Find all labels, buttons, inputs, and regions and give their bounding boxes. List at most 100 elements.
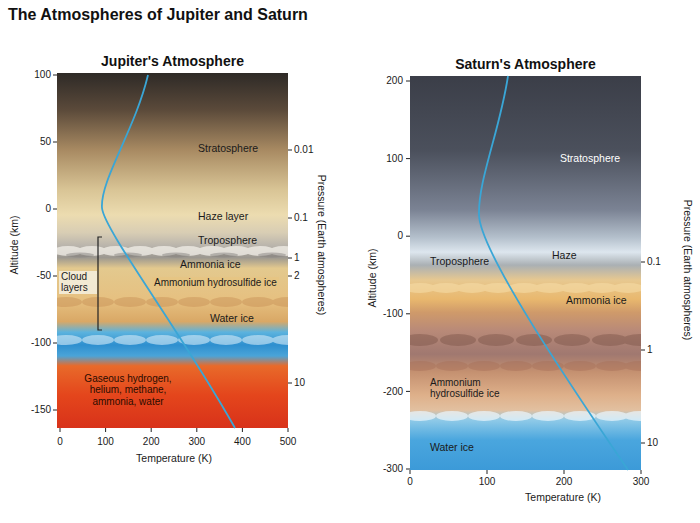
altitude-ticks (53, 75, 57, 410)
axis-title: Pressure (Earth atmospheres) (682, 200, 694, 341)
altitude-tick: 50 (40, 136, 51, 148)
cloud-puff (242, 335, 274, 345)
altitude-tick: 0 (45, 203, 51, 215)
cloud-puff (478, 334, 514, 346)
cloud-label: Ammonium hydrosulfide ice (430, 377, 520, 400)
cloud-puff (178, 297, 210, 307)
pressure-tick: 10 (647, 437, 658, 449)
cloud-shadow (162, 253, 190, 258)
layer-label: Stratosphere (198, 142, 258, 154)
layer-label: Stratosphere (560, 152, 620, 164)
pressure-ticks (288, 150, 292, 383)
saturn-panel: Saturn's Atmosphere (410, 76, 641, 470)
altitude-tick: -50 (37, 270, 51, 282)
cloud-puff (596, 411, 628, 421)
pressure-tick: 10 (294, 377, 305, 389)
temperature-tick: 300 (633, 476, 650, 488)
cloud-shadow (258, 253, 286, 258)
cloud-puff (210, 335, 242, 345)
pressure-tick: 0.01 (294, 144, 313, 156)
cloud-puff (146, 335, 178, 345)
temperature-tick: 100 (97, 436, 114, 448)
cloud-label: Water ice (430, 441, 474, 453)
ammonia-cloud-shadow (66, 253, 286, 258)
cloud-puff (57, 335, 82, 345)
cloud-puff (622, 334, 641, 346)
cloud-puff (596, 361, 628, 371)
axis-title: Altitude (km) (8, 216, 20, 275)
pressure-tick: 0.1 (647, 256, 661, 268)
axis-title: Pressure (Earth atmospheres) (316, 175, 328, 316)
cloud-puff (272, 335, 288, 345)
water-clouds (57, 335, 288, 345)
jupiter-layers (57, 73, 288, 428)
cloud-puff (516, 334, 552, 346)
layer-label: Troposphere (198, 234, 257, 246)
temperature-tick: 500 (280, 436, 297, 448)
axis-title: Temperature (K) (136, 452, 212, 464)
temperature-tick: 200 (556, 476, 573, 488)
temperature-ticks (60, 428, 288, 432)
temperature-tick: 0 (57, 436, 63, 448)
cloud-puff (468, 361, 500, 371)
cloud-puff (554, 334, 590, 346)
cloud-label: Ammonium hydrosulfide ice (152, 277, 279, 289)
temperature-tick: 400 (234, 436, 251, 448)
layer-label: Haze layer (198, 210, 248, 222)
altitude-tick: -100 (31, 337, 51, 349)
cloud-puff (210, 297, 242, 307)
layer-label: Troposphere (430, 255, 489, 267)
altitude-tick: 0 (397, 230, 403, 242)
temperature-tick: 200 (143, 436, 160, 448)
altitude-tick: -300 (383, 463, 403, 475)
temperature-tick: 0 (407, 476, 413, 488)
pressure-tick: 2 (294, 270, 300, 282)
cloud-puff (624, 411, 641, 421)
cloud-label: Ammonia ice (180, 258, 241, 270)
cloud-puff (564, 361, 596, 371)
cloud-puff (436, 411, 468, 421)
layer-label: Gaseous hydrogen, helium, methane, ammon… (80, 373, 176, 408)
hydrosulfide-clouds (410, 361, 641, 371)
saturn-layers (410, 76, 641, 470)
pressure-tick: 1 (294, 252, 300, 264)
cloud-puff (468, 411, 500, 421)
cloud-puff (500, 411, 532, 421)
cloud-puff (624, 361, 641, 371)
diagram-title: The Atmospheres of Jupiter and Saturn (8, 6, 308, 24)
cloud-puff (272, 297, 288, 307)
pressure-tick: 0.1 (294, 212, 308, 224)
pressure-tick: 1 (647, 344, 653, 356)
cloud-shadow (210, 253, 238, 258)
cloud-label: Ammonia ice (566, 294, 627, 306)
cloud-puff (410, 334, 438, 346)
ammonia-clouds (410, 283, 641, 293)
cloud-puff (114, 297, 146, 307)
bracket-label: Cloud layers (59, 271, 97, 294)
altitude-tick: -100 (383, 308, 403, 320)
cloud-puff (532, 411, 564, 421)
altitude-tick: 200 (386, 75, 403, 87)
axis-title: Altitude (km) (366, 249, 378, 308)
layer-label: Haze (552, 249, 577, 261)
temperature-curve (479, 76, 628, 470)
panel-heading: Saturn's Atmosphere (455, 56, 596, 72)
cloud-puff (410, 361, 436, 371)
cloud-puff (242, 297, 274, 307)
cloud-puff (82, 335, 114, 345)
altitude-tick: 100 (34, 69, 51, 81)
altitude-tick: 100 (386, 153, 403, 165)
water-clouds (410, 411, 641, 421)
cloud-puff (410, 411, 436, 421)
temperature-tick: 100 (479, 476, 496, 488)
altitude-ticks (406, 81, 410, 469)
pressure-ticks (641, 262, 645, 443)
altitude-tick: -200 (383, 386, 403, 398)
cloud-puff (57, 297, 82, 307)
cloud-puff (146, 297, 178, 307)
cloud-puff (436, 361, 468, 371)
cloud-shadow (66, 253, 94, 258)
temperature-tick: 300 (188, 436, 205, 448)
cloud-puff (440, 334, 476, 346)
panel-heading: Jupiter's Atmosphere (101, 53, 244, 69)
